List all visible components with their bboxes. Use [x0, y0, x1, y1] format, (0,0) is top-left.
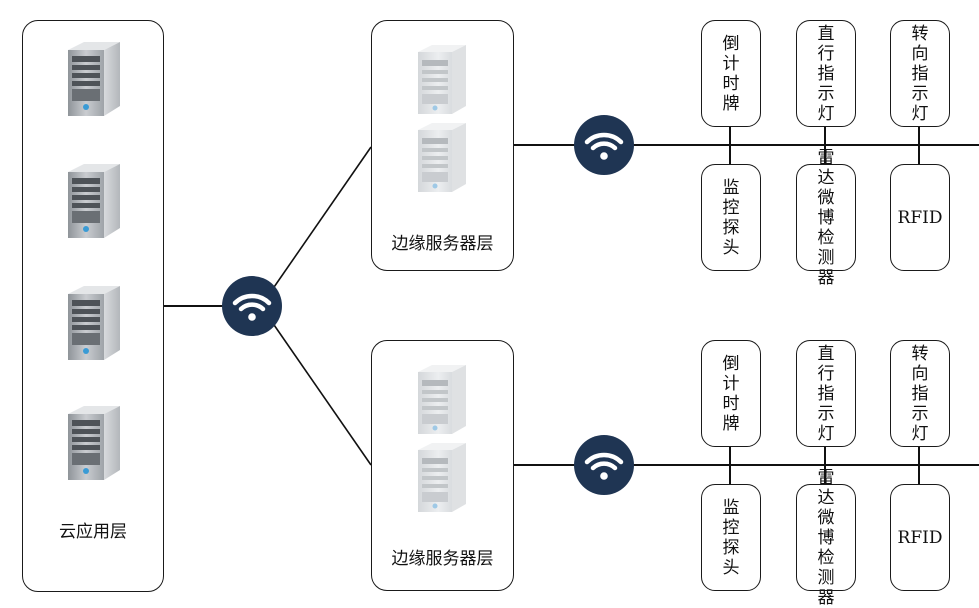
cloud-layer-label: 云应用层 — [59, 522, 127, 542]
device-box: 监控探头 — [701, 164, 761, 271]
device-box: RFID — [890, 164, 950, 271]
server-tower-icon — [62, 40, 122, 118]
wifi-icon — [574, 435, 634, 495]
edge-layer-label-1: 边缘服务器层 — [391, 234, 494, 254]
device-box: 监控探头 — [701, 484, 761, 591]
server-tower-icon — [62, 404, 122, 482]
wifi-icon — [222, 276, 282, 336]
server-tower-icon — [410, 440, 470, 516]
device-box: 倒计时牌 — [701, 340, 761, 447]
device-box: RFID — [890, 484, 950, 591]
device-box: 直行指示灯 — [796, 340, 856, 447]
device-box: 倒计时牌 — [701, 20, 761, 127]
hub-to-edge-2-line — [271, 321, 372, 466]
server-tower-icon — [410, 42, 470, 118]
hub-to-edge-1-line — [271, 146, 372, 291]
device-box: 转向指示灯 — [890, 340, 950, 447]
server-tower-icon — [62, 162, 122, 240]
server-tower-icon — [62, 284, 122, 362]
server-tower-icon — [410, 362, 470, 438]
edge-layer-label-2: 边缘服务器层 — [391, 549, 494, 569]
server-tower-icon — [410, 120, 470, 196]
wifi-icon — [574, 115, 634, 175]
device-box: 雷达微博检测器 — [796, 468, 856, 608]
device-box: 雷达微博检测器 — [796, 148, 856, 288]
device-box: 转向指示灯 — [890, 20, 950, 127]
device-box: 直行指示灯 — [796, 20, 856, 127]
